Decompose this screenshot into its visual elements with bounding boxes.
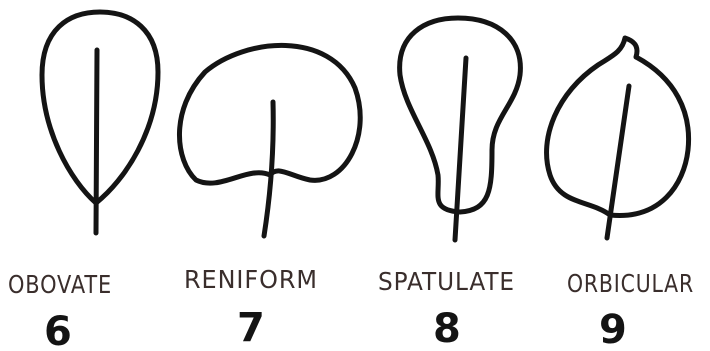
obovate-midrib xyxy=(96,50,97,233)
number-reniform: 7 xyxy=(237,305,265,351)
label-orbicular: ORBICULAR xyxy=(567,269,694,298)
obovate-outline xyxy=(42,12,158,203)
reniform-midrib xyxy=(264,102,273,236)
number-spatulate: 8 xyxy=(433,306,461,351)
leaf-orbicular xyxy=(547,38,689,238)
leaf-reniform xyxy=(179,45,360,236)
number-obovate: 6 xyxy=(44,309,72,351)
label-reniform: RENIFORM xyxy=(184,265,318,294)
leaf-obovate xyxy=(42,12,158,233)
label-spatulate: SPATULATE xyxy=(378,267,515,296)
number-orbicular: 9 xyxy=(599,307,627,351)
label-obovate: OBOVATE xyxy=(8,270,112,299)
orbicular-outline xyxy=(547,38,689,215)
leaf-spatulate xyxy=(400,18,521,240)
